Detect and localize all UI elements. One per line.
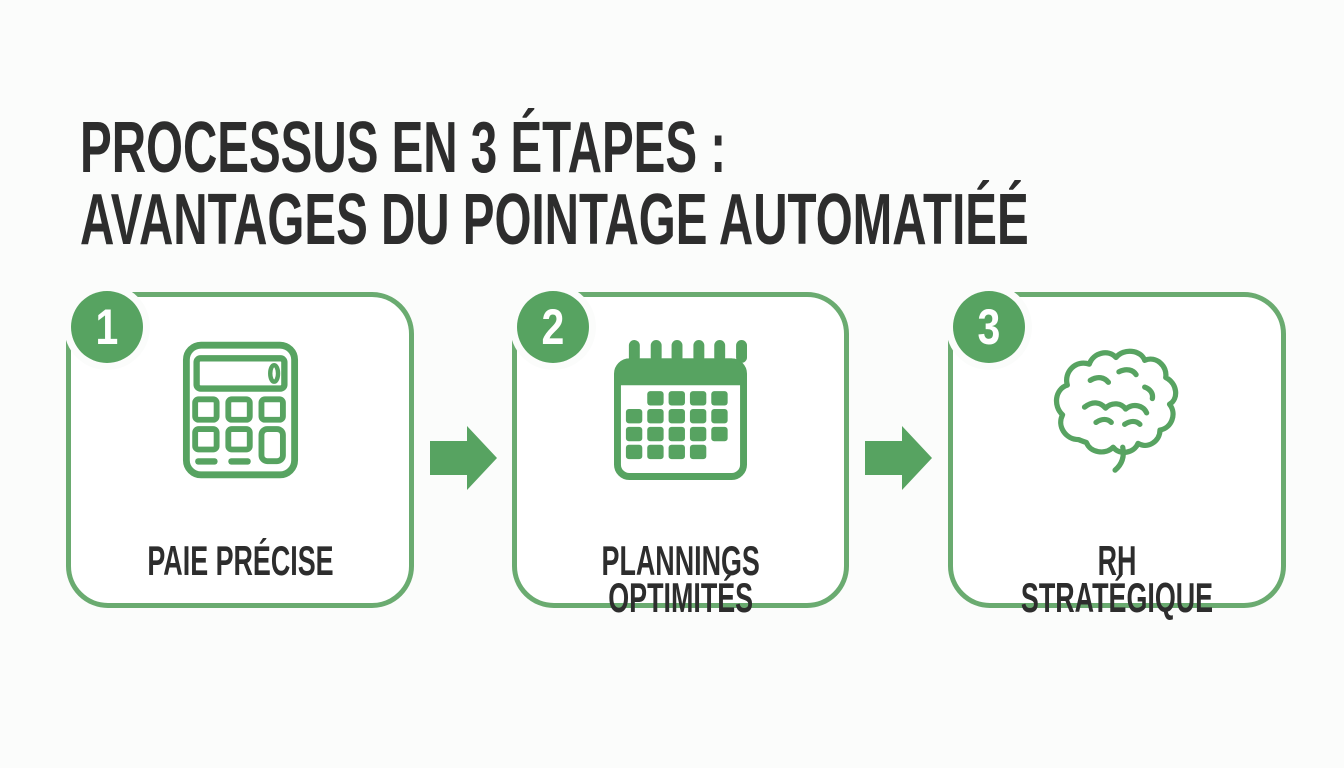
step-label: RH STRATÉGIQUE xyxy=(1020,537,1214,621)
step-number-text: 2 xyxy=(541,299,565,355)
icon-area xyxy=(71,339,409,481)
page-title: PROCESSUS EN 3 ÉTAPES : AVANTAGES DU POI… xyxy=(80,112,1344,256)
calendar-icon xyxy=(614,339,747,480)
step-card-2: 2 xyxy=(512,291,849,619)
step-number-badge: 3 xyxy=(953,291,1025,363)
arrow-right-icon xyxy=(430,426,497,490)
title-line-1: PROCESSUS EN 3 ÉTAPES : xyxy=(80,108,727,189)
icon-area xyxy=(517,339,844,481)
step-number-text: 1 xyxy=(95,299,119,355)
step-label: PLANNINGS OPTIMITÉS xyxy=(601,537,760,621)
calculator-icon xyxy=(182,341,298,479)
step-number-text: 3 xyxy=(977,299,1001,355)
step-card-1: 1 PAIE PRÉCISE xyxy=(66,291,414,608)
step-number-badge: 1 xyxy=(71,291,143,363)
icon-area xyxy=(953,339,1281,481)
arrow-right-icon xyxy=(865,426,932,490)
step-number-badge: 2 xyxy=(517,291,589,363)
brain-icon xyxy=(1053,348,1179,473)
title-line-2: AVANTAGES DU POINTAGE AUTOMATIÉÉ xyxy=(80,180,1029,261)
step-card-3: 3 RH STRATÉGIQUE xyxy=(948,291,1286,619)
step-label: PAIE PRÉCISE xyxy=(146,537,334,584)
